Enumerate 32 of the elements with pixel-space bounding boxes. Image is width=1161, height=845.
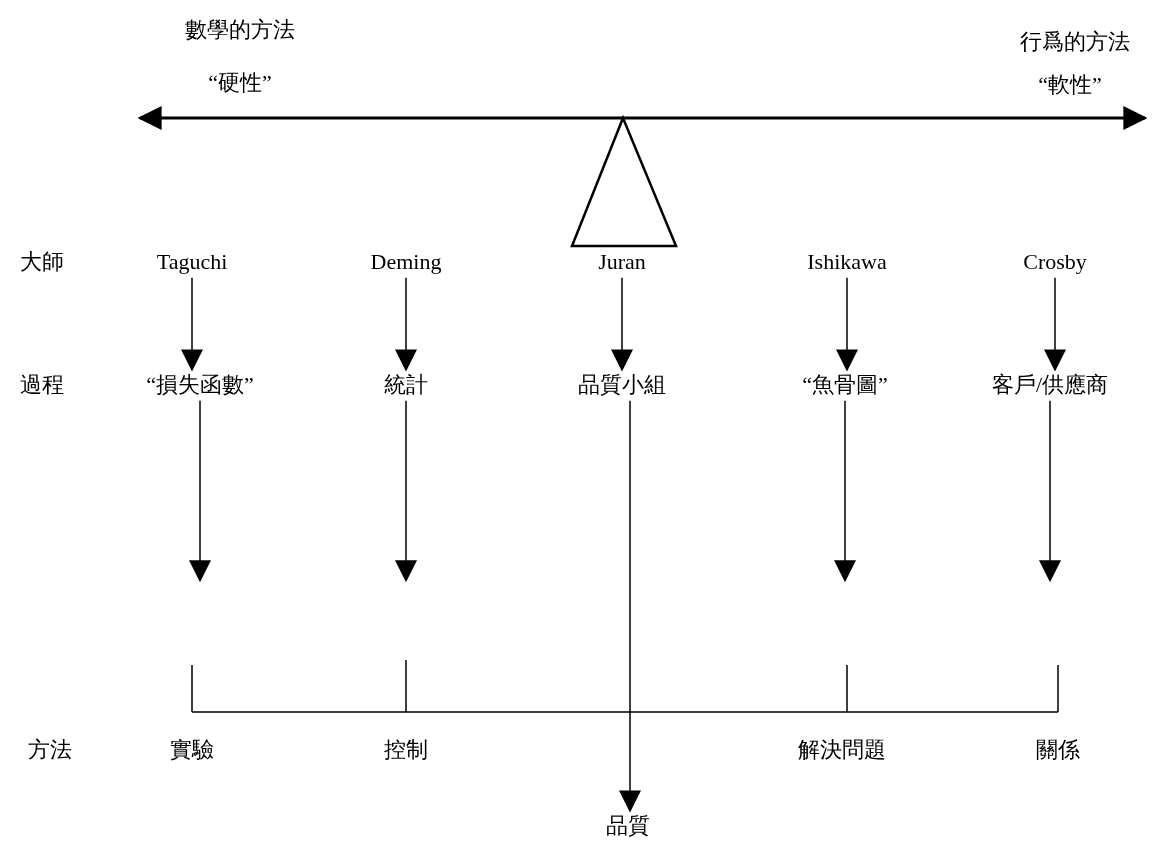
text-label: 解決問題 — [798, 737, 886, 763]
text-label: 過程 — [20, 372, 64, 398]
text-label: 方法 — [28, 737, 72, 763]
node-label: 統計 — [384, 372, 428, 398]
node-label: “損失函數” — [146, 372, 254, 398]
arrow — [1039, 399, 1061, 583]
arrow — [1044, 276, 1066, 372]
node-label: “魚骨圖” — [802, 372, 888, 398]
text-label: 控制 — [384, 737, 428, 763]
arrow — [619, 399, 641, 813]
node-label: 品質 — [606, 813, 650, 839]
node-label: Ishikawa — [807, 249, 887, 275]
text-label: 行爲的方法 — [1020, 29, 1130, 55]
node-label: 品質小組 — [578, 372, 666, 398]
text-label: “軟性” — [1038, 72, 1102, 98]
arrow — [836, 276, 858, 372]
node-label: Crosby — [1023, 249, 1087, 275]
arrow — [181, 276, 203, 372]
node-label: 客戶/供應商 — [991, 372, 1109, 398]
text-label: 數學的方法 — [185, 17, 295, 43]
node-label: Deming — [370, 249, 442, 275]
arrow — [395, 399, 417, 583]
node-label: Juran — [598, 249, 646, 275]
arrow — [395, 276, 417, 372]
arrow — [189, 399, 211, 583]
arrow — [611, 276, 633, 372]
text-label: 關係 — [1036, 737, 1080, 763]
text-label: “硬性” — [208, 70, 272, 96]
text-label: 大師 — [20, 249, 64, 275]
arrow — [834, 399, 856, 583]
text-label: 實驗 — [170, 737, 214, 763]
node-label: Taguchi — [156, 249, 228, 275]
